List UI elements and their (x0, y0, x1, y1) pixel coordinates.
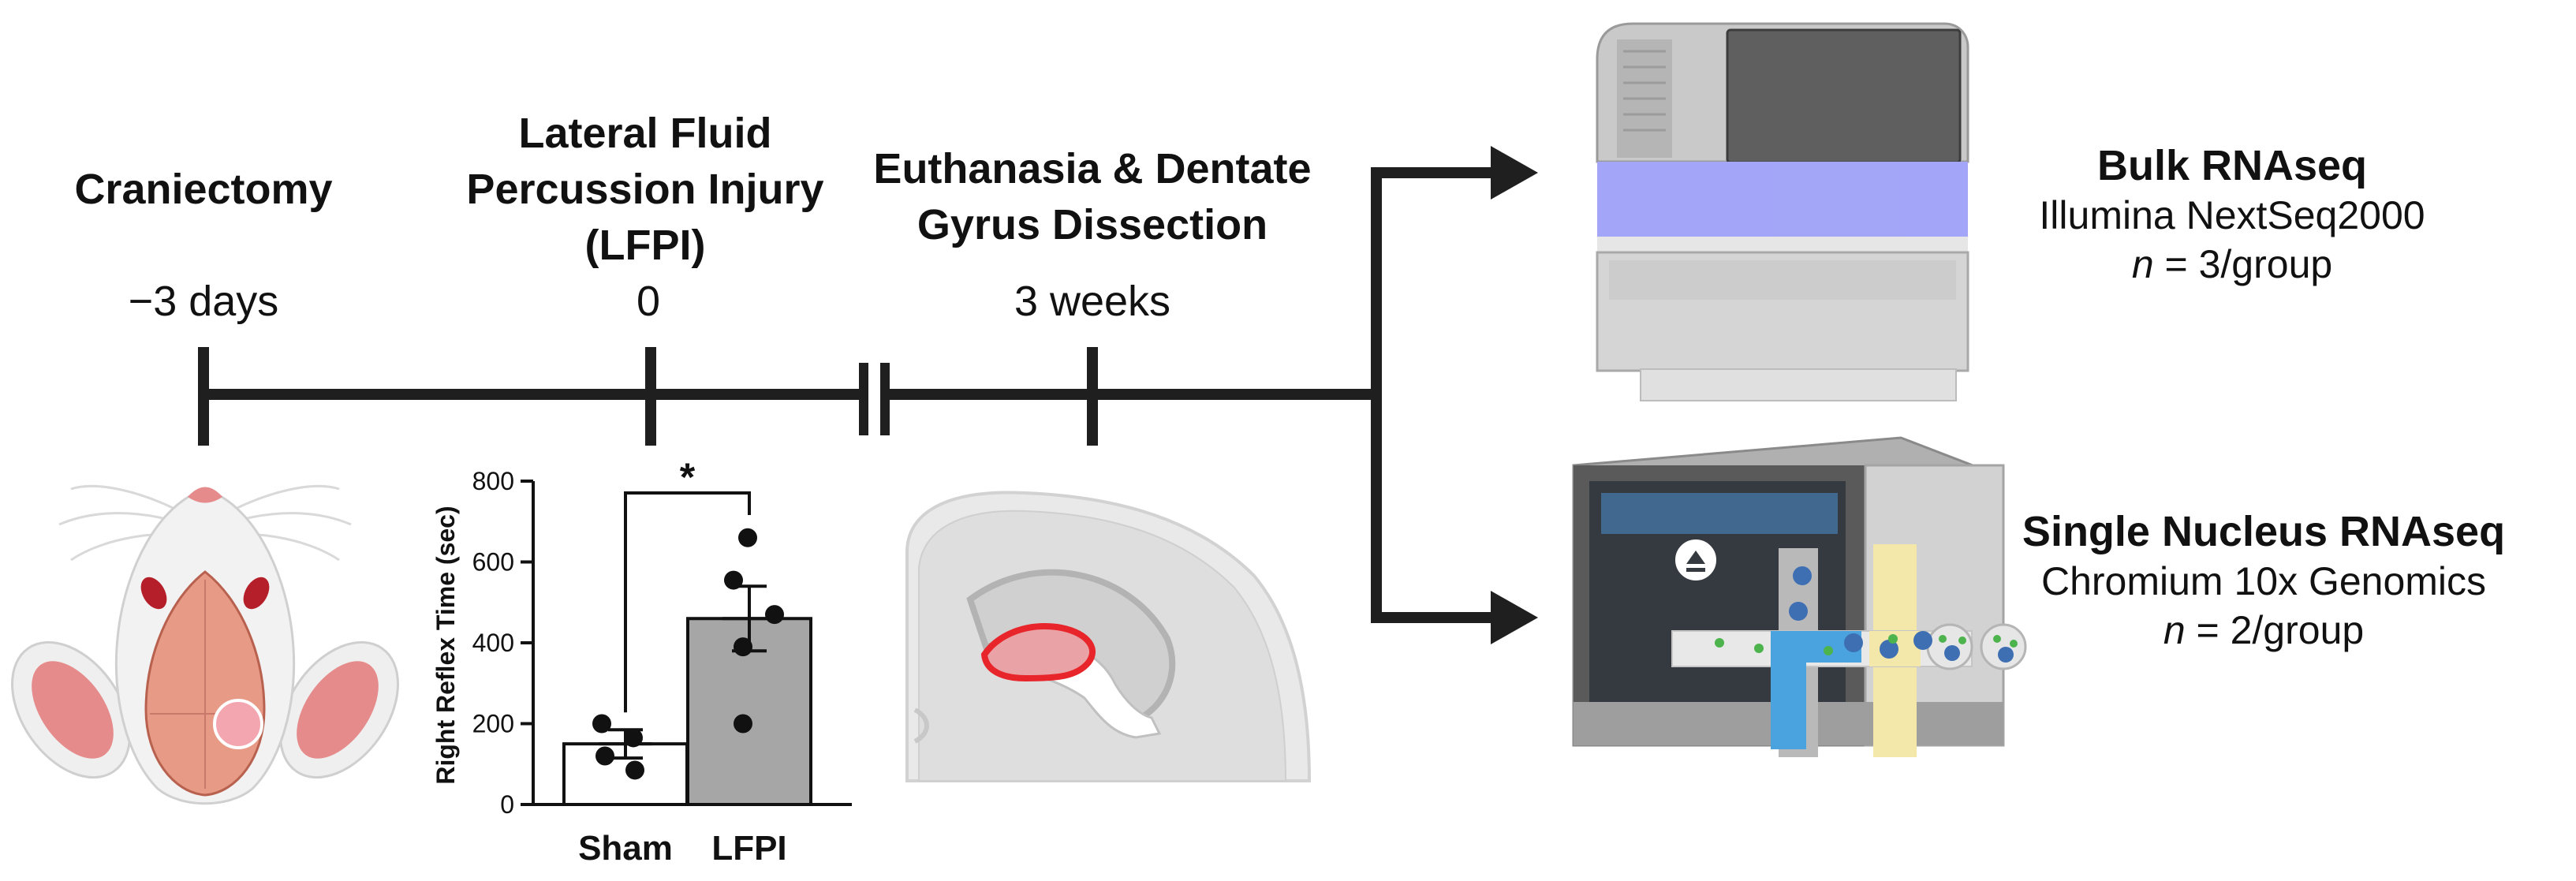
brain-slice-icon (905, 491, 1312, 782)
step-title-line: Percussion Injury (466, 166, 823, 213)
step-title-line: Lateral Fluid (518, 110, 771, 157)
step-title-line: Craniectomy (74, 166, 332, 213)
chart-y-tick-label: 200 (472, 710, 514, 738)
step-title-line: (LFPI) (585, 222, 706, 269)
output-n-value: = 2/group (2186, 608, 2365, 652)
chart-y-tick-label: 0 (500, 790, 514, 819)
output-n-symbol: n (2132, 242, 2154, 286)
chart-significance-label: * (680, 455, 696, 499)
step-time: 0 (637, 278, 660, 325)
step-lfpi: Lateral Fluid Percussion Injury (LFPI) 0 (466, 110, 823, 325)
chart-y-tick-label: 400 (472, 629, 514, 657)
chart-point (724, 570, 743, 590)
step-craniectomy: Craniectomy −3 days (74, 166, 332, 325)
rat-head-icon (11, 484, 399, 805)
output-title: Single Nucleus RNAseq (2022, 508, 2505, 555)
chart-y-ticks: 0 200 400 600 800 (472, 467, 533, 819)
chart-point (595, 746, 614, 766)
output-n: n = 2/group (2163, 608, 2364, 652)
chart-x-labels: Sham LFPI (578, 829, 787, 868)
chart-y-tick-label: 600 (472, 548, 514, 577)
chart-point (624, 728, 643, 748)
output-platform: Illumina NextSeq2000 (2039, 193, 2425, 237)
step-title-line: Euthanasia & Dentate (873, 145, 1311, 192)
chart-y-tick-label: 800 (472, 467, 514, 495)
step-title-line: Gyrus Dissection (917, 201, 1267, 248)
step-euthanasia: Euthanasia & Dentate Gyrus Dissection 3 … (873, 145, 1311, 325)
output-single-nucleus: Single Nucleus RNAseq Chromium 10x Genom… (2022, 508, 2505, 652)
chart-points (592, 528, 784, 780)
output-bulk: Bulk RNAseq Illumina NextSeq2000 n = 3/g… (2039, 142, 2425, 286)
sequencer-icon (1596, 22, 1969, 401)
chromium-controller-icon (1572, 436, 2027, 757)
output-platform: Chromium 10x Genomics (2041, 559, 2486, 603)
chart-point (734, 714, 752, 734)
chart-point (738, 528, 757, 547)
chart-x-label: LFPI (711, 829, 786, 868)
output-n-symbol: n (2163, 608, 2186, 652)
chart-y-axis-label: Right Reflex Time (sec) (431, 506, 460, 784)
chart-point (592, 714, 611, 734)
timeline (198, 167, 1495, 623)
chart-significance: * (624, 455, 751, 713)
step-time: 3 weeks (1014, 278, 1170, 325)
chart-significance-bracket (624, 491, 751, 713)
reflex-chart: Right Reflex Time (sec) 0 200 400 600 800 Sh… (431, 455, 852, 868)
output-n-value: = 3/group (2154, 242, 2333, 286)
chart-bars (562, 617, 812, 806)
arrow-head-top-icon (1491, 146, 1538, 200)
chart-point (625, 760, 644, 780)
step-time: −3 days (129, 278, 279, 325)
arrow-head-bottom-icon (1491, 591, 1538, 644)
output-title: Bulk RNAseq (2097, 142, 2367, 189)
chart-point (765, 605, 784, 625)
chart-point (734, 637, 752, 657)
output-n: n = 3/group (2132, 242, 2332, 286)
chart-x-label: Sham (578, 829, 673, 868)
